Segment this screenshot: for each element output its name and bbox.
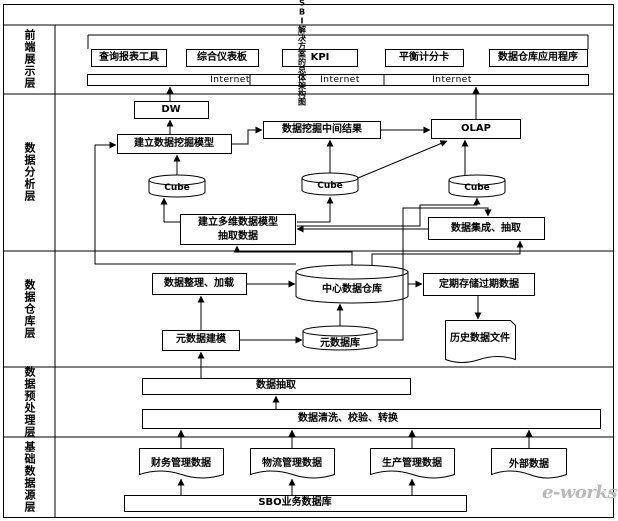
dw-apps-box	[489, 49, 588, 67]
central-dw-label: 中心数据仓库	[322, 284, 382, 295]
internet-label-1: Internet	[210, 75, 250, 85]
cube-2-label: Cube	[317, 181, 343, 191]
dw-apps-label: 数据仓库应用程序	[498, 52, 578, 63]
arrow-central-multidim	[233, 245, 353, 265]
cube-3-shape	[448, 180, 506, 198]
finance-doc-shape	[139, 448, 224, 479]
arrow-multidim-cube2	[297, 196, 334, 223]
mining-model-box	[117, 134, 232, 154]
metadata-db-label: 元数据库	[320, 338, 360, 349]
integration-label: 数据集成、抽取	[451, 223, 521, 234]
dashboard-box	[186, 49, 259, 67]
metadata-db-top	[302, 325, 378, 337]
layer-label-analysis: 数据分析层	[23, 142, 36, 202]
central-dw-shape	[295, 272, 409, 304]
sbo-db-label: SBO业务数据库	[258, 497, 332, 508]
internet-bar	[87, 74, 589, 86]
kpi-label: KPI	[310, 52, 330, 63]
mining-results-label: 数据挖掘中间结果	[282, 124, 362, 135]
cube-2-shape	[301, 178, 359, 196]
cube-1-label: Cube	[164, 183, 190, 193]
figure-title: SBI解决方案的总体架构图	[297, 0, 307, 106]
dw-label: DW	[161, 104, 181, 115]
scorecard-box	[385, 49, 464, 67]
integration-box	[428, 217, 545, 240]
cleanse-label: 数据清洗、校验、转换	[298, 413, 398, 424]
sbo-db-box	[124, 495, 467, 512]
cube-3-top	[448, 174, 506, 186]
arrow-central-integration	[371, 240, 524, 266]
central-dw-top	[295, 264, 409, 280]
arrow-mining-results	[232, 126, 263, 145]
logistics-doc-shape	[250, 448, 335, 479]
dw-box	[134, 101, 209, 119]
layer-label-preprocess: 数据预处理层	[23, 366, 36, 438]
metadata-model-box	[162, 330, 240, 351]
scorecard-label: 平衡计分卡	[399, 52, 449, 63]
finance-label: 财务管理数据	[151, 458, 211, 469]
external-label: 外部数据	[509, 459, 549, 470]
cleanse-box	[142, 409, 601, 429]
multidim-model-label: 建立多维数据模型	[198, 217, 278, 228]
kpi-box	[282, 49, 358, 67]
query-tool-box	[91, 49, 167, 67]
mining-model-label: 建立数据挖掘模型	[134, 138, 214, 149]
multidim-model-box	[180, 214, 296, 245]
layer-label-base: 基础数据源层	[23, 441, 36, 513]
production-label: 生产管理数据	[382, 458, 442, 469]
cube-1-shape	[148, 180, 206, 198]
cube-3-label: Cube	[464, 183, 490, 193]
external-doc-shape	[491, 448, 567, 479]
layer-label-warehouse: 数据仓库层	[23, 279, 36, 339]
olap-box	[431, 119, 521, 139]
arrow-central-mining	[94, 141, 296, 265]
production-doc-shape	[370, 448, 455, 479]
e-works-watermark: e-works	[542, 482, 618, 503]
metadata-db-shape	[302, 331, 378, 351]
internet-label-2: Internet	[320, 75, 360, 85]
arrow-metadb-integration	[377, 207, 492, 341]
archive-box	[423, 273, 535, 296]
internet-label-3: Internet	[432, 75, 472, 85]
history-file-shape	[445, 320, 516, 363]
mining-results-box	[263, 121, 381, 139]
archive-label: 定期存储过期数据	[439, 279, 519, 290]
organize-label: 数据整理、加载	[164, 278, 234, 289]
olap-label: OLAP	[461, 123, 491, 134]
organize-box	[152, 273, 247, 295]
extract-data-label: 抽取数据	[218, 231, 258, 242]
dashboard-label: 综合仪表板	[197, 52, 247, 63]
logistics-label: 物流管理数据	[262, 458, 322, 469]
extract-box	[142, 378, 411, 395]
metadata-model-label: 元数据建模	[176, 334, 226, 345]
extract-label: 数据抽取	[256, 380, 296, 391]
outer-frame	[3, 4, 614, 518]
arrow-cube2-olap	[357, 140, 448, 179]
arrow-multidim-cube3	[297, 197, 481, 227]
layer-label-presentation: 前端展示层	[23, 29, 36, 89]
history-file-label: 历史数据文件	[450, 333, 510, 344]
query-tool-label: 查询报表工具	[99, 52, 159, 63]
